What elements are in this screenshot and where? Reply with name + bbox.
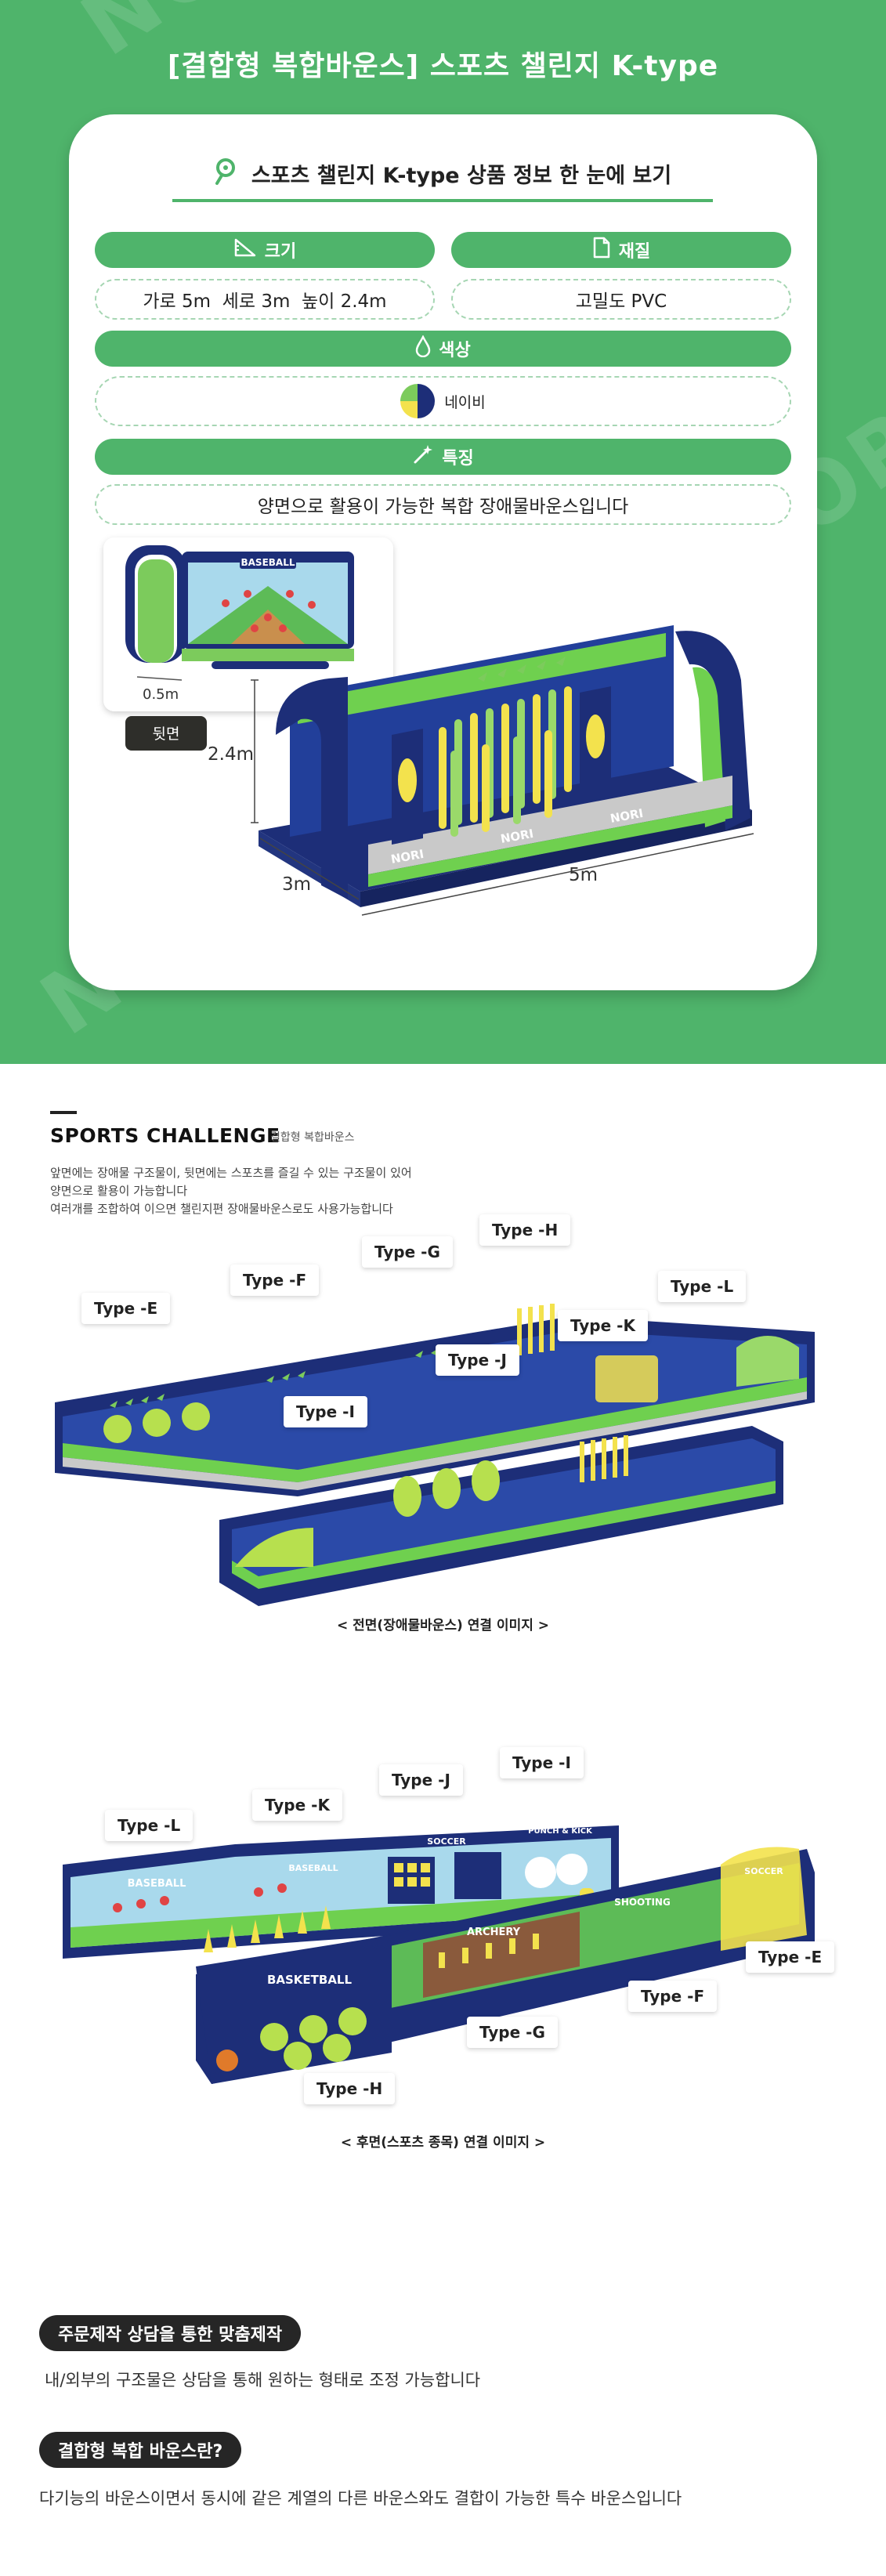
material-value: 고밀도 PVC [575,291,667,312]
color-swatch [400,384,436,418]
page-title: [결합형 복합바운스] 스포츠 챌린지 K-type [167,50,719,82]
color-value: 네이비 [444,393,486,411]
desc-line: 양면으로 활용이 가능합니다 [50,1184,188,1198]
type-tag: Type -J [379,1764,463,1796]
front-connection-scene: Type -E Type -F Type -G Type -H Type -L … [0,1207,886,1661]
sign-label: SOCCER [427,1836,466,1847]
type-tag: Type -L [658,1271,747,1302]
back-depth-label: 0.5m [143,686,179,703]
type-tag: Type -K [252,1789,342,1821]
material-value-box: 고밀도 PVC [451,279,791,320]
combo-bounce-text: 다기능의 바운스이면서 동시에 같은 계열의 다른 바운스와도 결합이 가능한 … [39,2489,682,2508]
type-tag: Type -H [479,1214,571,1246]
feature-value: 양면으로 활용이 가능한 복합 장애물바운스입니다 [257,497,629,517]
sign-label: SOCCER [744,1866,783,1876]
main-bounce-illustration: NORI NORI NORI [208,625,754,916]
section-title: SPORTS CHALLENGE [50,1124,280,1147]
type-tag: Type -H [304,2073,396,2104]
front-connection-illustration [55,1304,815,1606]
depth-label: 3m [282,874,311,895]
type-tag: Type -E [81,1293,171,1324]
sign-label: BASEBALL [128,1878,186,1890]
type-tag: Type -F [230,1264,320,1296]
back-sign-text: BASEBALL [241,557,295,568]
type-tag: Type -G [362,1236,453,1268]
size-pill: 크기 [95,232,435,268]
type-tag: Type -K [558,1310,648,1341]
height-label: 2.4m [208,744,254,765]
custom-order-badge: 주문제작 상담을 통한 맞춤제작 [39,2315,302,2351]
custom-order-text: 내/외부의 구조물은 상담을 통해 원하는 형태로 조정 가능합니다 [45,2371,481,2390]
type-tag: Type -J [436,1344,519,1376]
size-value-box: 가로 5m 세로 3m 높이 2.4m [95,279,435,320]
type-tag: Type -I [284,1396,367,1427]
front-caption: < 전면(장애물바운스) 연결 이미지 > [336,1618,550,1634]
color-pill: 색상 [95,331,791,367]
document-icon [592,237,611,263]
sign-label: PUNCH & KICK [528,1827,593,1836]
color-value-box: 네이비 [95,376,791,426]
feature-value-box: 양면으로 활용이 가능한 복합 장애물바운스입니다 [95,484,791,525]
width-label: 5m [569,865,598,885]
size-label: 크기 [264,242,297,262]
section-subtitle: 결합형 복합바운스 [270,1131,355,1144]
product-info-card: 스포츠 챌린지 K-type 상품 정보 한 눈에 보기 크기 가로 5m 세로… [69,114,817,990]
back-caption: < 후면(스포츠 종목) 연결 이미지 > [340,2135,546,2151]
material-label: 재질 [618,242,651,262]
sign-label: BASKETBALL [267,1973,353,1987]
section-dash [50,1111,77,1114]
type-tag: Type -I [500,1747,584,1778]
type-tag: Type -G [467,2017,558,2048]
section-description: 앞면에는 장애물 구조물이, 뒷면에는 스포츠를 즐길 수 있는 구조물이 있어… [50,1164,412,1218]
type-tag: Type -E [746,1941,835,1973]
back-view-thumbnail: BASEBALL 0.5m 뒷면 [103,537,393,751]
card-heading: 스포츠 챌린지 K-type 상품 정보 한 눈에 보기 [172,147,713,202]
search-icon [214,157,240,190]
back-view-badge: 뒷면 [153,725,180,743]
product-illustration: BASEBALL 0.5m 뒷면 [103,537,754,916]
ruler-icon [233,237,257,262]
hero-section: NORI + NORI + NORI NORI + NORI + NORI [결… [0,0,886,1064]
desc-line: 앞면에는 장애물 구조물이, 뒷면에는 스포츠를 즐길 수 있는 구조물이 있어 [50,1166,412,1180]
back-connection-illustration: BASEBALL BASEBALL SOCCER PUNCH & KICK SO… [63,1825,815,2084]
combo-bounce-badge: 결합형 복합 바운스란? [39,2432,242,2468]
type-tag: Type -F [628,1981,718,2012]
desc-line: 여러개를 조합하여 이으면 챌린지편 장애물바운스로도 사용가능합니다 [50,1202,393,1216]
sign-label: BASEBALL [288,1863,338,1873]
magic-wand-icon [412,443,434,470]
feature-pill: 특징 [95,439,791,475]
color-label: 색상 [439,341,471,360]
back-connection-scene: BASEBALL BASEBALL SOCCER PUNCH & KICK SO… [0,1747,886,2115]
droplet-icon [415,335,431,362]
size-value: 가로 5m 세로 3m 높이 2.4m [143,291,387,312]
type-tag: Type -L [105,1810,193,1841]
card-heading-text: 스포츠 챌린지 K-type 상품 정보 한 눈에 보기 [251,163,672,188]
sign-label: SHOOTING [614,1897,671,1908]
feature-label: 특징 [442,449,474,469]
material-pill: 재질 [451,232,791,268]
sign-label: ARCHERY [467,1927,521,1938]
